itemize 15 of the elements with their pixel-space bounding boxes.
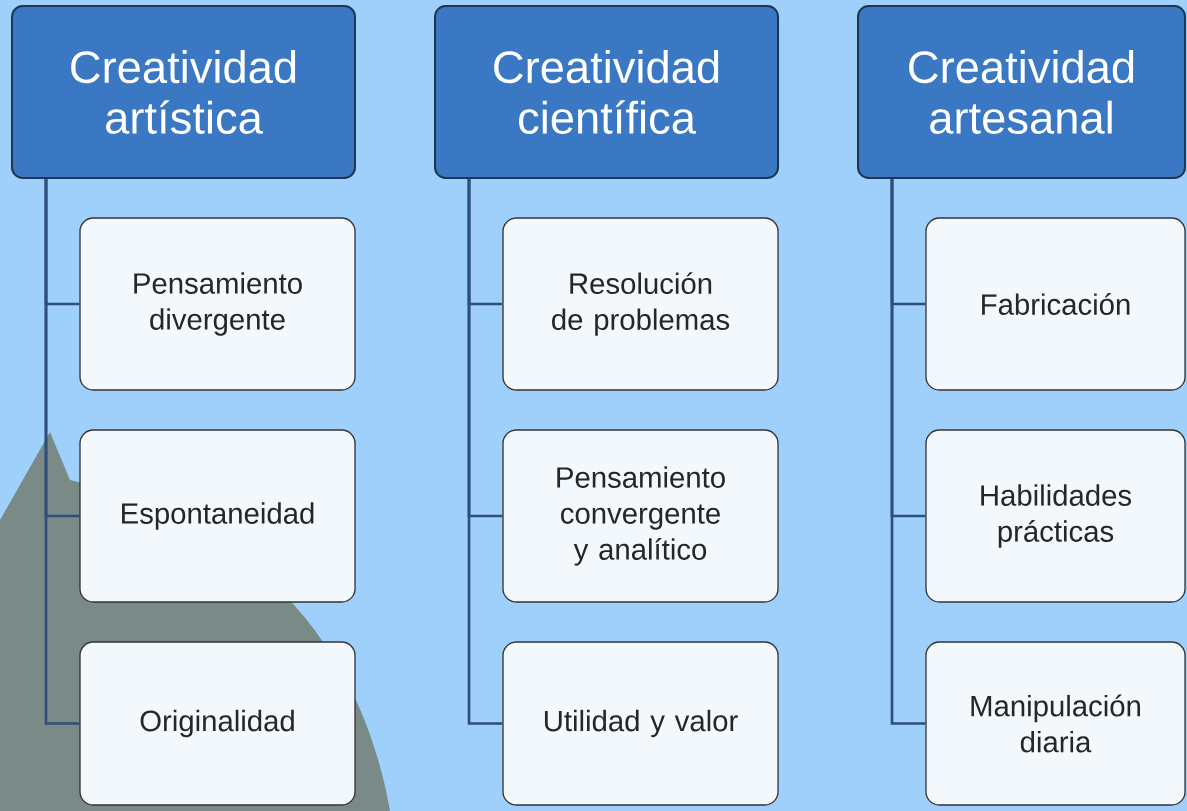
item-box: Manipulación diaria [925, 641, 1186, 806]
header-box: Creatividad artística [11, 5, 356, 179]
connector-line [467, 179, 503, 725]
item-box: Pensamiento divergente [79, 217, 356, 391]
item-box: Pensamiento convergente y analítico [502, 429, 779, 603]
item-box: Resolución de problemas [502, 217, 779, 391]
header-box: Creatividad artesanal [857, 5, 1186, 179]
item-box: Espontaneidad [79, 429, 356, 603]
connector-line [890, 179, 926, 725]
header-box: Creatividad científica [434, 5, 779, 179]
item-box: Utilidad y valor [502, 641, 779, 806]
item-box: Originalidad [79, 641, 356, 806]
item-box: Habilidades prácticas [925, 429, 1186, 603]
connector-line [44, 179, 80, 725]
item-box: Fabricación [925, 217, 1186, 391]
